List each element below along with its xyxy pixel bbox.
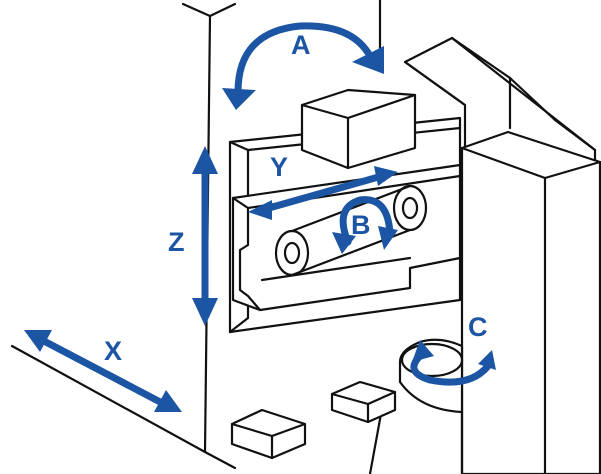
label-z: Z xyxy=(168,227,185,257)
axis-z-arrow xyxy=(192,146,218,326)
axis-a-arrow xyxy=(222,22,384,110)
base-block-left xyxy=(230,408,307,460)
label-x: X xyxy=(104,336,122,366)
axis-x-arrow xyxy=(24,330,182,412)
label-y: Y xyxy=(270,152,288,182)
axis-c-arrow xyxy=(410,340,496,386)
top-block xyxy=(300,88,417,170)
label-c: C xyxy=(468,312,488,342)
axis-y-arrow xyxy=(248,166,398,220)
front-pillar xyxy=(460,130,601,474)
axis-b-arrow xyxy=(332,196,398,254)
label-a: A xyxy=(291,30,311,60)
base-block-right xyxy=(330,380,397,424)
label-b: B xyxy=(351,210,371,240)
